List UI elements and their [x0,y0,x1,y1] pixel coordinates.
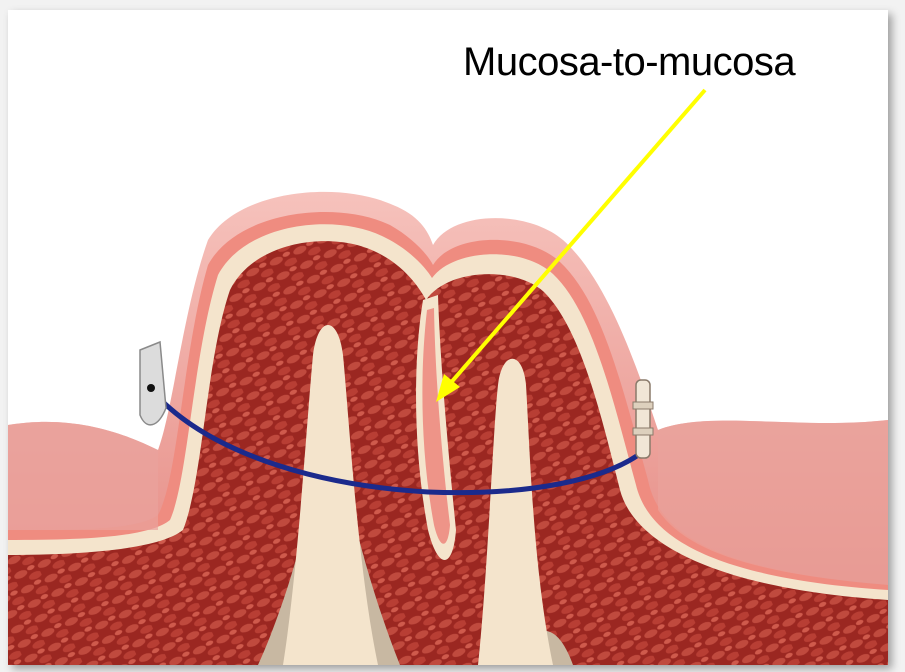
fold-illustration [8,10,888,665]
annotation-label: Mucosa-to-mucosa [463,40,795,85]
suture-anchor-left [140,342,166,425]
suture-anchor-right [633,380,653,458]
figure-frame: Mucosa-to-mucosa [8,10,888,665]
